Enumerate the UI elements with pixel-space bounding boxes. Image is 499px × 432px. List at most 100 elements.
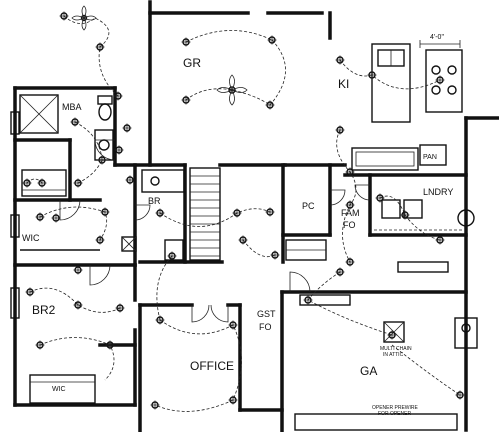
garage-side-box-circle	[461, 323, 471, 333]
wire-center-2	[242, 239, 276, 258]
window-left-1	[10, 111, 20, 135]
fan-hub	[80, 14, 88, 22]
water-heater-box	[397, 261, 449, 273]
burner-2	[447, 65, 457, 75]
wic-lower	[29, 374, 96, 404]
room-label-wic-upper: WIC	[22, 233, 40, 243]
light-fixture-icon	[238, 235, 248, 245]
br-tub-drain	[150, 176, 160, 186]
wire-gr-side	[269, 39, 286, 106]
dimension-label: 4'-0"	[430, 34, 444, 41]
pantry-box	[419, 144, 447, 166]
burner-3	[431, 85, 441, 95]
fan-blades	[71, 5, 97, 31]
br-tub	[141, 169, 185, 193]
br-vanity	[164, 239, 184, 261]
light-fixture-icon	[267, 35, 277, 45]
room-label-gst-fo: FO	[259, 322, 272, 332]
light-fixture-icon	[455, 390, 465, 400]
light-fixture-icon	[228, 320, 238, 330]
attic-note-line2: IN ATTIC	[383, 352, 404, 358]
light-fixture-icon	[265, 100, 275, 110]
door-office-left	[191, 304, 210, 323]
garage-side-box	[454, 317, 478, 349]
room-label-ga: GA	[360, 364, 377, 378]
light-fixture-icon	[435, 75, 445, 85]
light-fixture-icon	[59, 11, 69, 21]
fan-hub	[228, 86, 236, 94]
light-fixture-icon	[181, 37, 191, 47]
window-left-3	[10, 214, 20, 238]
fixtures	[22, 11, 465, 410]
wire-gr-top	[185, 30, 273, 43]
light-fixture-icon	[70, 117, 80, 127]
hvac-x-2	[121, 236, 137, 252]
light-fixture-icon	[435, 235, 445, 245]
room-label-fam-fo: FO	[343, 220, 356, 230]
door-wic	[59, 199, 81, 221]
room-label-lndry: LNDRY	[423, 187, 453, 197]
light-fixture-icon	[73, 265, 83, 275]
light-fixture-icon	[335, 125, 345, 135]
wire-lndry	[379, 195, 441, 241]
room-label-office: OFFICE	[190, 359, 234, 373]
toilet-tank	[97, 95, 113, 105]
room-label-pan: PAN	[423, 154, 437, 161]
light-fixture-icon	[335, 267, 345, 277]
light-fixture-icon	[35, 212, 45, 222]
light-fixture-icon	[400, 210, 410, 220]
light-fixture-icon	[122, 123, 132, 133]
door-pc	[329, 189, 346, 206]
hvac-box	[121, 236, 137, 252]
wire-kitchen	[336, 129, 357, 263]
light-fixture-icon	[387, 330, 397, 340]
island	[351, 147, 419, 171]
tub-x-2	[19, 94, 59, 134]
light-fixture-icon	[367, 70, 377, 80]
opener-note-line2: FOR OPENER	[378, 411, 411, 417]
vanity	[94, 129, 114, 161]
door-mba	[94, 139, 116, 161]
light-fixture-icon	[73, 300, 83, 310]
range-counter	[425, 49, 463, 113]
stair	[189, 167, 221, 261]
ceiling-fan-icon	[216, 74, 248, 106]
light-fixture-icon	[95, 235, 105, 245]
light-fixture-icon	[95, 42, 105, 52]
wire-closet	[26, 178, 43, 184]
light-fixture-icon	[125, 175, 135, 185]
door-br2	[89, 264, 111, 286]
light-fixture-icon	[155, 208, 165, 218]
ceiling-fan-icon	[71, 5, 97, 31]
wire-wic	[39, 206, 108, 241]
room-label-pc: PC	[302, 201, 315, 211]
wire-top-left	[63, 15, 119, 97]
light-fixture-icon	[97, 155, 107, 165]
room-label-gst: GST	[257, 309, 276, 319]
washer	[381, 199, 401, 219]
light-fixture-icon	[155, 315, 165, 325]
garage-door	[294, 413, 458, 431]
door-br-bath	[134, 204, 151, 221]
light-fixture-icon	[22, 178, 32, 188]
labels: MBA GR KI WIC BR2 OFFICE GST FO PC FAM F…	[22, 34, 453, 417]
dryer	[403, 199, 423, 219]
opener-note-line1: OPENER PREWIRE	[372, 405, 419, 411]
light-fixture-icon	[345, 257, 355, 267]
room-label-gr: GR	[183, 56, 201, 70]
closet-box	[21, 169, 67, 197]
wire-kitchen-top	[339, 59, 441, 90]
room-label-ki: KI	[338, 77, 349, 91]
light-fixture-icon	[113, 91, 123, 101]
kitchen-sink-counter	[371, 43, 411, 123]
wire-ga-2	[391, 344, 461, 396]
light-fixture-icon	[228, 395, 238, 405]
toilet-bowl	[98, 103, 112, 121]
secondary-lines	[10, 40, 478, 431]
doors	[59, 139, 371, 323]
light-fixture-icon	[150, 400, 160, 410]
light-fixture-icon	[345, 200, 355, 210]
wire-hall	[156, 255, 173, 321]
light-fixture-icon	[37, 178, 47, 188]
light-fixture-icon	[375, 193, 385, 203]
